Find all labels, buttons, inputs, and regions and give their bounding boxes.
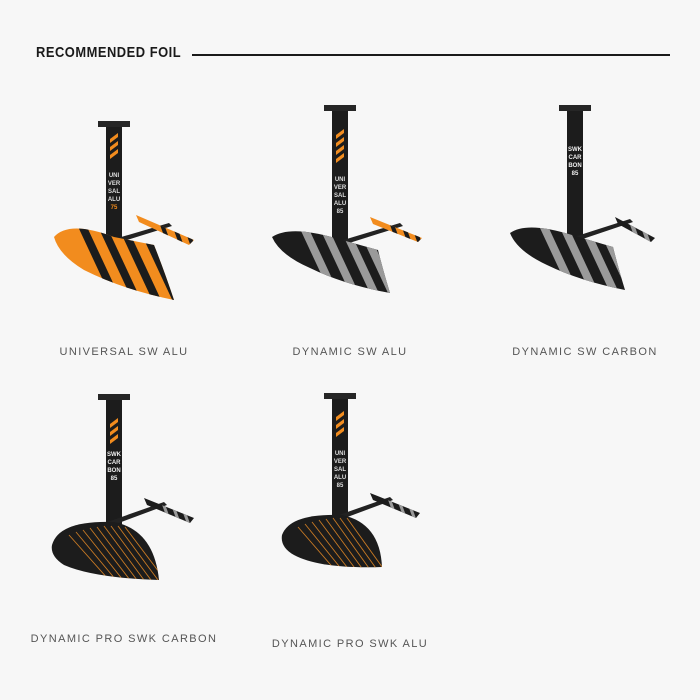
product-card-dynamic-pro-swk-carbon[interactable]: SWK CAR BON 85 DYNAMIC PRO SWK CARBON: [14, 380, 234, 680]
product-name: UNIVERSAL SW ALU: [59, 346, 189, 358]
foil-image: SWK CAR BON 85: [510, 105, 655, 290]
product-card-dynamic-sw-carbon[interactable]: SWK CAR BON 85 DYNAMIC SW CARBON: [475, 95, 695, 395]
product-name: DYNAMIC PRO SWK CARBON: [30, 633, 218, 645]
svg-text:85: 85: [111, 476, 118, 482]
svg-text:VER: VER: [108, 181, 121, 187]
svg-text:ALU: ALU: [334, 475, 346, 481]
mast-stripes: [110, 133, 118, 159]
header-divider: [192, 54, 670, 56]
svg-text:75: 75: [111, 205, 118, 211]
svg-text:VER: VER: [334, 459, 347, 465]
foil-image: UNI VER SAL ALU 85: [281, 393, 420, 568]
page-title: RECOMMENDED FOIL: [36, 44, 182, 61]
header: RECOMMENDED FOIL: [36, 43, 670, 65]
foil-image: SWK CAR BON 85: [51, 394, 194, 580]
foil-image: UNI VER SAL ALU 75: [54, 121, 194, 300]
svg-text:SAL: SAL: [334, 193, 346, 199]
svg-text:SAL: SAL: [334, 467, 346, 473]
svg-text:85: 85: [337, 483, 344, 489]
svg-text:CAR: CAR: [569, 155, 583, 161]
product-name: DYNAMIC SW ALU: [292, 346, 408, 358]
svg-text:BON: BON: [568, 163, 581, 169]
product-name: DYNAMIC PRO SWK ALU: [271, 638, 429, 650]
product-card-dynamic-sw-alu[interactable]: UNI VER SAL ALU 85 DYNAMIC SW ALU: [240, 95, 460, 395]
product-card-universal-sw-alu[interactable]: UNI VER SAL ALU 75 UNIVERSAL SW ALU: [14, 95, 234, 395]
product-name: DYNAMIC SW CARBON: [512, 346, 658, 358]
svg-text:VER: VER: [334, 185, 347, 191]
svg-text:ALU: ALU: [334, 201, 346, 207]
svg-text:85: 85: [572, 171, 579, 177]
svg-text:SAL: SAL: [108, 189, 120, 195]
svg-text:85: 85: [337, 209, 344, 215]
svg-text:ALU: ALU: [108, 197, 120, 203]
svg-text:UNI: UNI: [335, 177, 346, 183]
svg-text:UNI: UNI: [335, 451, 346, 457]
svg-text:SWK: SWK: [568, 147, 583, 153]
foil-image: UNI VER SAL ALU 85: [272, 105, 422, 293]
svg-text:CAR: CAR: [108, 460, 122, 466]
svg-text:SWK: SWK: [107, 452, 122, 458]
svg-text:BON: BON: [107, 468, 120, 474]
svg-text:UNI: UNI: [109, 173, 120, 179]
product-card-dynamic-pro-swk-alu[interactable]: UNI VER SAL ALU 85 DYNAMIC PRO SWK ALU: [240, 375, 460, 675]
